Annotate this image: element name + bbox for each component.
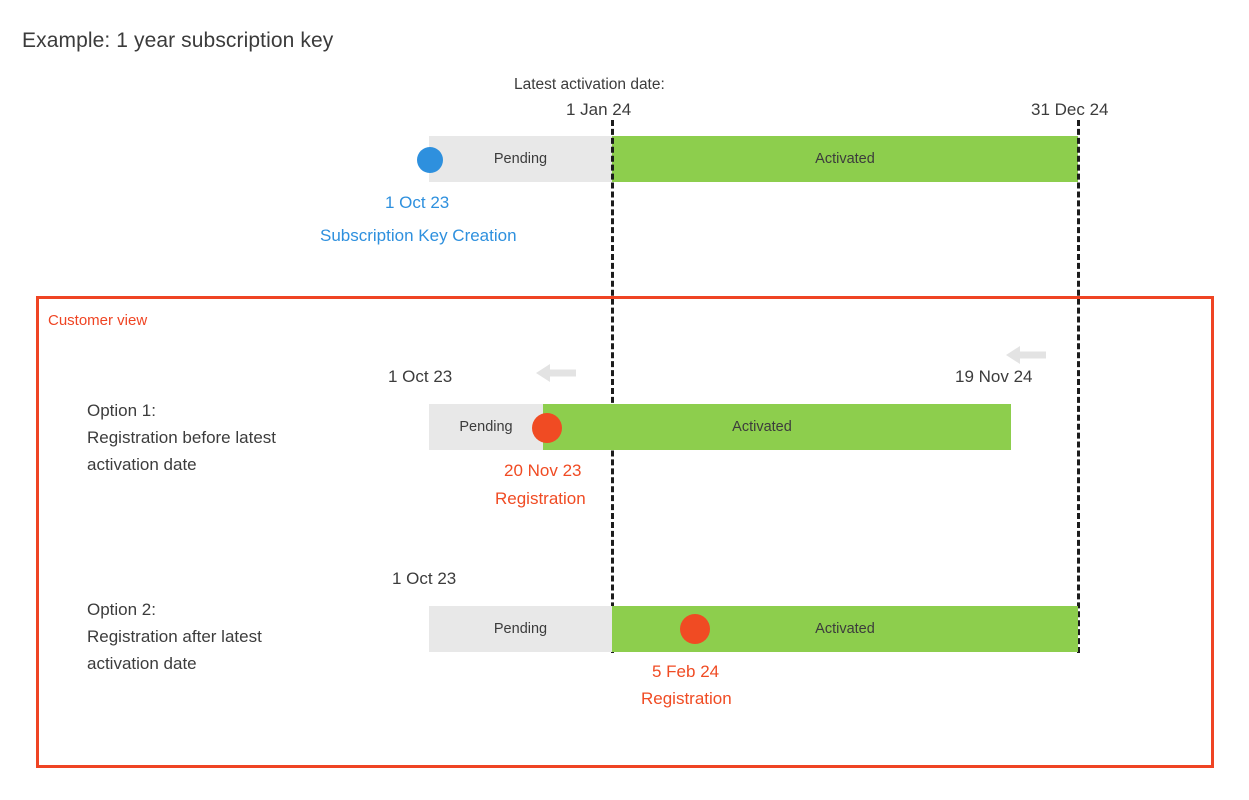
latest-activation-caption: Latest activation date:	[514, 76, 665, 93]
option-1-activated-label: Activated	[732, 419, 792, 435]
page-title: Example: 1 year subscription key	[22, 29, 334, 52]
subscription-key-creation-caption: Subscription Key Creation	[320, 226, 517, 245]
option-1-title: Option 1:	[87, 401, 156, 420]
option-1-activated-bar: Activated	[543, 404, 1011, 450]
top-timeline-pending-bar: Pending	[429, 136, 612, 182]
option-1-pending-label: Pending	[459, 419, 513, 435]
option-2-title: Option 2:	[87, 600, 156, 619]
option-2-pending-label: Pending	[493, 621, 548, 637]
option-2-activated-label: Activated	[815, 621, 875, 637]
shift-left-arrow-icon	[1004, 343, 1048, 372]
subscription-key-creation-dot	[417, 147, 443, 173]
option-2-pending-bar: Pending	[429, 606, 612, 652]
option-2-start-date-label: 1 Oct 23	[392, 569, 457, 588]
shift-left-arrow-icon	[534, 361, 578, 390]
latest-activation-guide-line	[611, 120, 614, 653]
top-timeline-pending-label: Pending	[493, 151, 548, 167]
customer-view-label: Customer view	[48, 312, 148, 329]
customer-view-frame	[36, 296, 1214, 768]
top-timeline-activated-label: Activated	[815, 151, 875, 167]
subscription-end-guide-line	[1077, 120, 1080, 653]
option-2-description: Registration after latest activation dat…	[87, 627, 262, 673]
option-2-registration-caption: Registration	[641, 689, 732, 708]
option-2-registration-dot	[680, 614, 710, 644]
option-1-registration-dot	[532, 413, 562, 443]
option-1-end-date-label: 19 Nov 24	[955, 367, 1033, 386]
subscription-key-creation-date-label: 1 Oct 23	[385, 193, 450, 212]
latest-activation-date-label: 1 Jan 24	[566, 100, 632, 119]
option-1-pending-bar: Pending	[429, 404, 543, 450]
option-1-registration-date-label: 20 Nov 23	[504, 461, 582, 480]
top-timeline-end-date-label: 31 Dec 24	[1031, 100, 1109, 119]
top-timeline-activated-bar: Activated	[612, 136, 1078, 182]
option-2-registration-date-label: 5 Feb 24	[652, 662, 720, 681]
option-1-start-date-label: 1 Oct 23	[388, 367, 453, 386]
option-1-description: Registration before latest activation da…	[87, 428, 276, 474]
option-1-registration-caption: Registration	[495, 489, 586, 508]
